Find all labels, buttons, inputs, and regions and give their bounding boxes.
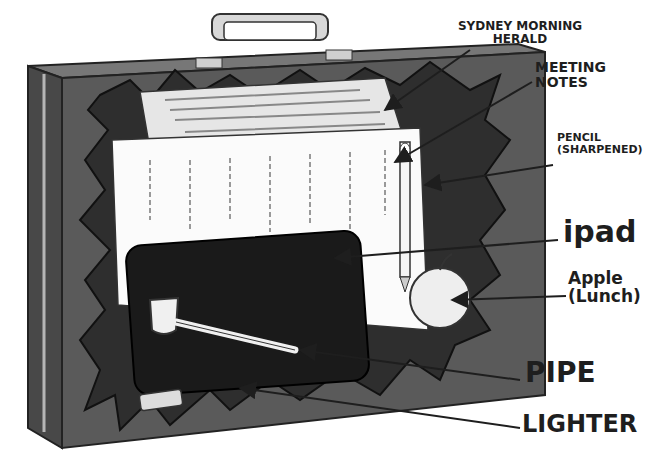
apple-stem (440, 254, 452, 270)
callout-label: ipad (563, 216, 643, 248)
clasp (326, 50, 352, 60)
case-side (28, 66, 62, 448)
leader-line (240, 388, 520, 428)
pencil (400, 142, 410, 277)
apple (410, 268, 470, 328)
pipe-stem (176, 322, 295, 350)
handle-gap (224, 22, 316, 40)
leader-line (425, 165, 553, 185)
ipad (125, 230, 370, 396)
case-stripe (43, 74, 46, 432)
callout-label: PIPE (525, 358, 625, 387)
callout-label: MEETING NOTES (535, 60, 625, 89)
case-front (62, 52, 545, 448)
notes-scribble (150, 150, 385, 232)
leader-line (452, 296, 566, 300)
leader-line (300, 350, 520, 380)
leader-line (385, 50, 470, 110)
pipe-bowl (150, 298, 178, 334)
leader-lines (240, 50, 566, 428)
handle (212, 14, 328, 40)
callout-label: SYDNEY MORNING HERALD (450, 20, 590, 45)
callout-label: Apple (Lunch) (568, 270, 646, 306)
lighter (139, 389, 183, 411)
leader-line (395, 82, 532, 162)
callout-label: LIGHTER (522, 412, 646, 437)
pencil-tip (400, 277, 410, 292)
leader-line (335, 240, 558, 258)
torn-hole (80, 62, 510, 430)
pipe-stem-edge (176, 322, 295, 350)
callout-label: PENCIL (SHARPENED) (557, 132, 647, 155)
newspaper-print (165, 90, 385, 132)
clasp (196, 58, 222, 68)
